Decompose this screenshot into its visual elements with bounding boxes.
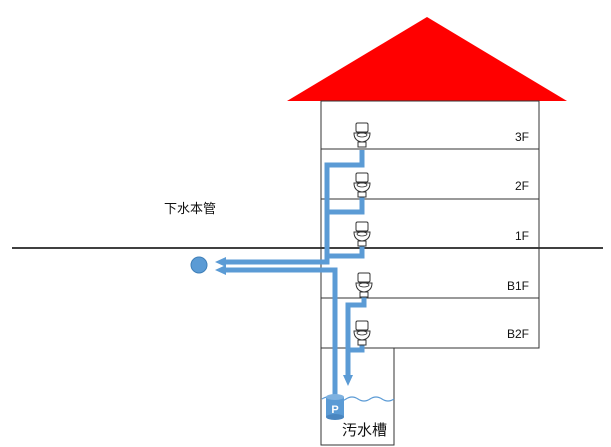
roof: [287, 17, 567, 101]
arrow-left-icon: [215, 257, 226, 267]
pump-label: P: [331, 404, 339, 416]
toilet-icon: [353, 172, 371, 198]
sewer-main-label: 下水本管: [164, 201, 217, 216]
2f-branch-pipe: [327, 192, 365, 215]
arrow-left-icon: [215, 265, 226, 275]
toilet-icon: [353, 221, 371, 247]
1f-branch-pipe: [327, 242, 365, 259]
toilet-icon: [353, 320, 371, 346]
floor-label-3f: 3F: [514, 130, 529, 144]
toilet-icon: [355, 272, 373, 298]
floor-label-b2f: B2F: [506, 327, 529, 341]
upper-drain-pipe: [225, 150, 365, 265]
drain-pipes: [225, 150, 367, 396]
arrow-down-icon: [343, 375, 353, 386]
building-outline: [320, 100, 540, 349]
sewer-main-pipe-icon: [190, 256, 208, 274]
floor-label-b1f: B1F: [506, 279, 529, 293]
pump-discharge-pipe: [225, 267, 338, 396]
floor-label-2f: 2F: [514, 179, 529, 193]
pump-icon: [326, 394, 344, 420]
floor-label-1f: 1F: [514, 229, 529, 243]
sewage-tank-label: 汚水槽: [342, 422, 388, 439]
basement-drain-pipe: [345, 292, 367, 378]
toilet-icon: [353, 122, 371, 148]
